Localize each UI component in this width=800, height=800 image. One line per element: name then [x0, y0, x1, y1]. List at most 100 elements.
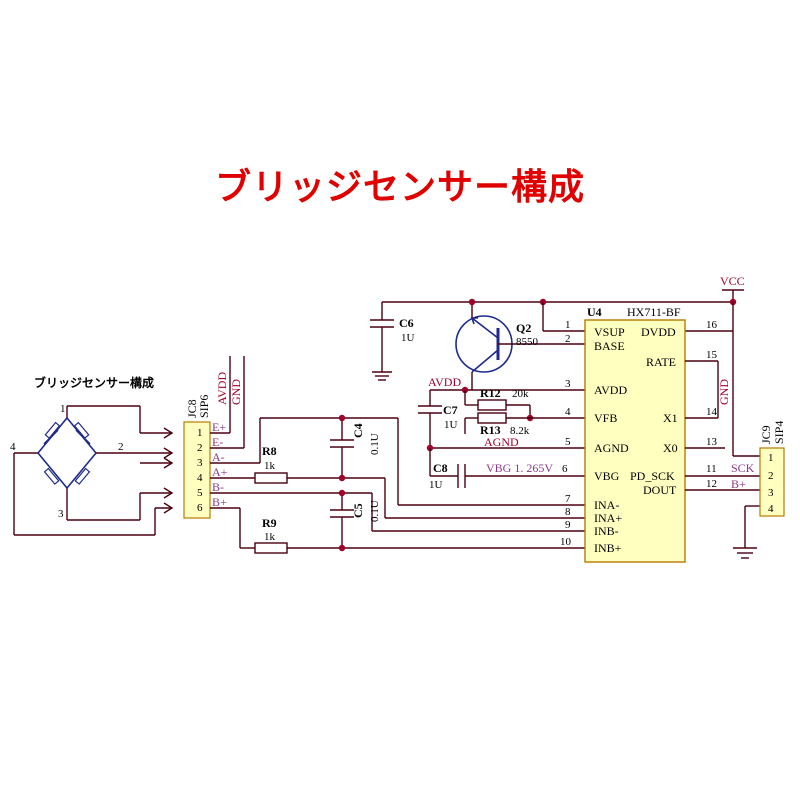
- page-title: ブリッジセンサー構成: [214, 167, 585, 208]
- jc9-pin-4: 4: [768, 503, 774, 515]
- ic-pin-8-num: 8: [565, 506, 571, 518]
- connector-jc8: JC8 SIP6 1 2 3 4 5 6 E+ E- A- A+ B- B+ A…: [183, 356, 245, 519]
- bridge-sensor: ブリッジセンサー構成 1 2 3 4: [10, 375, 156, 536]
- c6-value: 1U: [401, 332, 415, 344]
- c4-value: 0.1U: [369, 433, 381, 455]
- r12-ref: R12: [480, 386, 501, 400]
- jc8-net-eminus: E-: [212, 435, 223, 449]
- bridge-pin-1: 1: [60, 403, 66, 415]
- ic-pin-4-name: VFB: [594, 411, 617, 425]
- jc8-net-bplus: B+: [212, 495, 227, 509]
- gnd-rate-label: GND: [717, 379, 731, 405]
- ic-pin-15-name: RATE: [646, 355, 676, 369]
- jc9-pin-1: 1: [768, 452, 774, 464]
- r9-value: 1k: [264, 531, 276, 543]
- ic-pin-11-name: PD_SCK: [630, 469, 675, 483]
- bridge-label: ブリッジセンサー構成: [34, 375, 154, 390]
- ic-pin-1-num: 1: [565, 319, 571, 331]
- c8-ref: C8: [433, 461, 448, 475]
- ic-pin-4-num: 4: [565, 406, 571, 418]
- c4-ref: C4: [351, 423, 365, 438]
- power-section: C6 1U Q2 8550 VCC: [370, 274, 760, 457]
- ic-pin-9-num: 9: [565, 519, 571, 531]
- jc8-gnd-label: GND: [229, 379, 243, 405]
- jc9-type: SIP4: [772, 421, 786, 444]
- jc9-ref: JC9: [759, 425, 773, 444]
- bridge-pin-3: 3: [58, 508, 64, 520]
- r12-value: 20k: [512, 388, 529, 400]
- c7-ref: C7: [443, 403, 458, 417]
- jc8-pin-2: 2: [197, 442, 203, 454]
- sck-label: SCK: [731, 461, 755, 475]
- r13-value: 8.2k: [510, 425, 530, 437]
- agnd-label: AGND: [484, 435, 519, 449]
- ic-pin-10-name: INB+: [594, 541, 622, 555]
- bridge-pin-4: 4: [10, 441, 16, 453]
- jc8-pin-3: 3: [197, 457, 203, 469]
- bridge-pin-2: 2: [118, 441, 124, 453]
- jc8-pin-6: 6: [197, 502, 203, 514]
- q2-part: 8550: [516, 336, 539, 348]
- ic-pin-12-name: DOUT: [643, 483, 677, 497]
- ic-pin-15-num: 15: [706, 349, 718, 361]
- vcc-label: VCC: [720, 274, 745, 288]
- ic-pin-11-num: 11: [706, 463, 717, 475]
- ic-pin-10-num: 10: [560, 536, 572, 548]
- ic-pin-2-num: 2: [565, 333, 571, 345]
- c5-value: 0.1U: [369, 500, 381, 522]
- ic-pin-1-name: VSUP: [594, 325, 625, 339]
- jc8-ref: JC8: [185, 399, 199, 418]
- r9-ref: R9: [262, 516, 277, 530]
- reference-section: AVDD C7 1U R12 20k R13 8.2k AGND: [418, 375, 585, 491]
- ic-pin-14-num: 14: [706, 406, 718, 418]
- jc9-pin-3: 3: [768, 487, 774, 499]
- ic-pin-8-name: INA+: [594, 511, 622, 525]
- jc8-pin-1: 1: [197, 427, 203, 439]
- bridge-arrows: [140, 427, 174, 514]
- c7-value: 1U: [444, 419, 458, 431]
- jc8-net-eplus: E+: [212, 420, 226, 434]
- ic-part: HX711-BF: [627, 305, 681, 319]
- ic-pin-9-name: INB-: [594, 524, 619, 538]
- c5-ref: C5: [351, 503, 365, 518]
- ic-pin-3-name: AVDD: [594, 383, 627, 397]
- ic-pin-12-num: 12: [706, 478, 717, 490]
- q2-ref: Q2: [516, 321, 531, 335]
- r13-ref: R13: [480, 423, 501, 437]
- jc8-net-aplus: A+: [212, 465, 228, 479]
- jc9-pin-2: 2: [768, 470, 774, 482]
- bplus-label: B+: [731, 477, 746, 491]
- ic-pin-13-name: X0: [663, 441, 678, 455]
- ic-hx711: U4 HX711-BF 1 VSUP 2 BASE 3 AVDD 4 VFB 5…: [560, 305, 718, 563]
- jc8-pin-5: 5: [197, 487, 203, 499]
- ic-pin-6-num: 6: [562, 463, 568, 475]
- ic-pin-5-num: 5: [565, 436, 571, 448]
- right-wiring: GND SCK B+: [685, 360, 760, 559]
- jc8-pin-4: 4: [197, 472, 203, 484]
- ic-pin-7-num: 7: [565, 493, 571, 505]
- r8-value: 1k: [264, 460, 276, 472]
- ic-pin-16-name: DVDD: [641, 325, 676, 339]
- ic-pin-16-num: 16: [706, 319, 718, 331]
- connector-jc9: JC9 SIP4 1 2 3 4: [759, 421, 786, 517]
- ic-pin-13-num: 13: [706, 436, 718, 448]
- r8-c4-network: R8 1k C4 0.1U: [210, 414, 585, 519]
- c8-value: 1U: [429, 479, 443, 491]
- jc8-net-bminus: B-: [212, 480, 224, 494]
- r8-ref: R8: [262, 444, 277, 458]
- ic-ref: U4: [587, 305, 602, 319]
- avdd-label: AVDD: [428, 375, 461, 389]
- ic-pin-3-num: 3: [565, 378, 571, 390]
- jc8-avdd-label: AVDD: [215, 372, 229, 405]
- ic-pin-6-name: VBG: [594, 469, 620, 483]
- ic-pin-2-name: BASE: [594, 339, 625, 353]
- vbg-label: VBG 1. 265V: [486, 461, 553, 475]
- jc8-type: SIP6: [197, 395, 211, 418]
- ic-pin-7-name: INA-: [594, 498, 619, 512]
- jc8-net-aminus: A-: [212, 450, 225, 464]
- ic-pin-14-name: X1: [663, 411, 678, 425]
- ic-pin-5-name: AGND: [594, 441, 629, 455]
- r9-c5-network: R9 1k C5 0.1U: [210, 489, 585, 554]
- c6-ref: C6: [399, 316, 414, 330]
